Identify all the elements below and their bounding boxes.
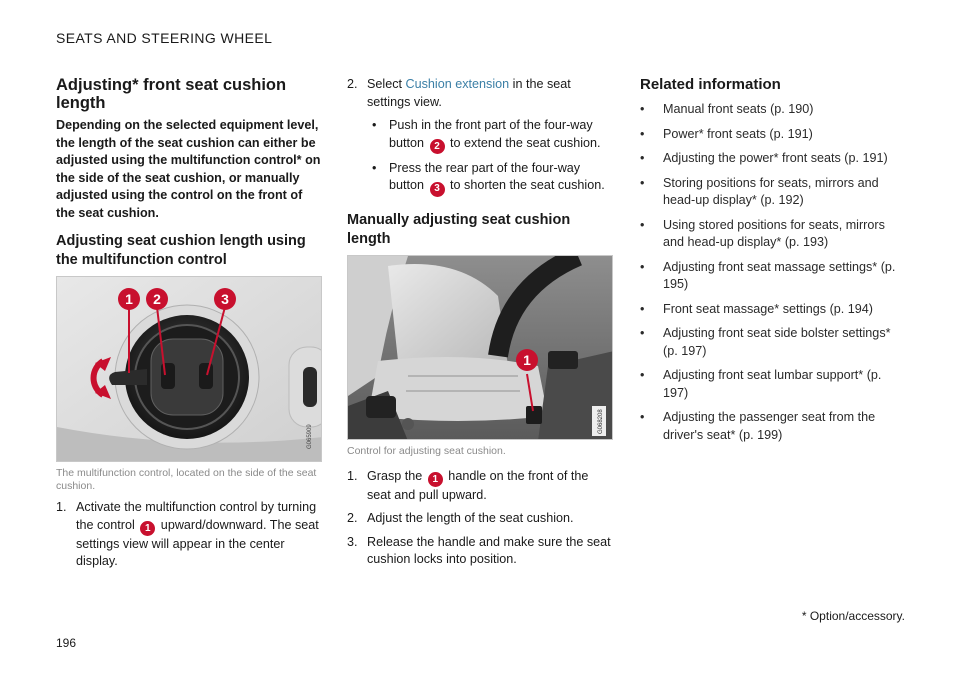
bullet-text-b: to shorten the seat cushion.: [446, 178, 605, 193]
related-link[interactable]: • Storing positions for seats, mirrors an…: [640, 175, 905, 210]
related-link[interactable]: • Adjusting the passenger seat from the d…: [640, 409, 905, 444]
bullet-icon: •: [640, 102, 645, 116]
callout-badge-3: 3: [429, 181, 445, 197]
step-text: Release the handle and make sure the sea…: [367, 534, 611, 567]
bullet-icon: •: [640, 368, 645, 382]
figure-caption: Control for adjusting seat cushion.: [347, 444, 506, 457]
bullet-icon: •: [640, 175, 645, 190]
subsection-title-multifunction: Adjusting seat cushion length using the …: [56, 233, 306, 268]
step-text: Select Cushion extension in the seat set…: [367, 76, 613, 111]
bullet-icon: •: [372, 118, 377, 132]
callout-1: 1: [118, 288, 140, 310]
step-2: 2. Select Cushion extension in the seat …: [347, 76, 613, 111]
step-text-a: Activate the multifunction control by tu…: [76, 500, 317, 532]
bullet-icon: •: [640, 410, 645, 424]
step-number: 2.: [347, 77, 358, 91]
intro-paragraph: Depending on the selected equipment leve…: [56, 118, 321, 220]
related-link[interactable]: • Adjusting front seat massage settings* …: [640, 259, 905, 294]
section-title: Adjusting* front seat cushion length: [56, 76, 287, 112]
callout-2-label: 2: [153, 291, 161, 307]
step-text-b: in the seat settings view.: [367, 77, 571, 109]
figure-code: G065909: [307, 424, 313, 449]
step-text: Grasp the 1 handle on the front of the s…: [367, 468, 613, 505]
figure-multifunction-control: 1 2 3 G065909: [56, 276, 322, 462]
menu-item-reference: Cushion extension: [405, 77, 510, 91]
related-links-list: • Manual front seats (p. 190) • Power* fro…: [640, 101, 905, 444]
step-1: 1. Activate the multifunction control by…: [56, 499, 322, 571]
step-number: 2.: [347, 511, 358, 526]
related-information-title: Related information: [640, 76, 781, 93]
bullet-icon: •: [372, 160, 377, 175]
callout-2: 2: [146, 288, 168, 310]
manual-step-1: 1. Grasp the 1 handle on the front of th…: [347, 468, 613, 505]
figure-manual-control: 1 G068208: [347, 254, 613, 440]
related-link-text: Front seat massage* settings (p. 194): [663, 301, 873, 316]
bullet-icon: •: [640, 259, 645, 274]
related-link-text: Adjusting the power* front seats (p. 191…: [663, 151, 888, 165]
seat-interior-illustration: 1 G068208: [348, 255, 612, 439]
callout-badge-1: 1: [427, 471, 443, 487]
related-link[interactable]: • Adjusting front seat side bolster setti…: [640, 325, 905, 360]
step-text-a: Grasp the: [367, 468, 426, 483]
callout-3-label: 3: [221, 291, 229, 307]
bullet-text: Push in the front part of the four-way b…: [389, 117, 613, 154]
bullet-text: Press the rear part of the four-way butt…: [389, 160, 613, 197]
bullet-icon: •: [640, 301, 645, 316]
bullet-item: • Push in the front part of the four-way…: [367, 117, 613, 154]
related-link-text: Adjusting front seat lumbar support* (p.…: [663, 368, 882, 400]
bullet-text-b: to extend the seat cushion.: [446, 135, 601, 150]
callout-badge-2: 2: [429, 138, 445, 154]
callout-badge-1: 1: [140, 520, 156, 536]
figure-code: G068208: [598, 408, 604, 433]
step-number: 1.: [347, 468, 358, 483]
step-number: 3.: [347, 534, 358, 549]
option-footnote: * Option/accessory.: [801, 609, 905, 623]
multifunction-control-illustration: 1 2 3 G065909: [57, 277, 321, 461]
step-text: Adjust the length of the seat cushion.: [367, 511, 574, 526]
callout-1: 1: [516, 348, 538, 371]
bullet-item: • Press the rear part of the four-way bu…: [367, 160, 613, 197]
subsection-title-manual: Manually adjusting seat cushion length: [347, 211, 571, 247]
related-link-text: Adjusting front seat side bolster settin…: [663, 326, 891, 358]
column-middle: 2. Select Cushion extension in the seat …: [347, 76, 613, 569]
related-link[interactable]: • Power* front seats (p. 191): [640, 126, 905, 144]
bullet-icon: •: [640, 151, 645, 165]
related-link-text: Storing positions for seats, mirrors and…: [663, 175, 879, 208]
column-right: Related information • Manual front seats …: [640, 76, 905, 444]
related-link[interactable]: • Manual front seats (p. 190): [640, 101, 905, 119]
step-text: Activate the multifunction control by tu…: [76, 499, 322, 571]
callout-1-label: 1: [523, 352, 531, 368]
related-link-text: Adjusting front seat massage settings* (…: [663, 259, 896, 292]
running-header: SEATS AND STEERING WHEEL: [56, 30, 273, 46]
related-link[interactable]: • Adjusting front seat lumbar support* (p…: [640, 367, 905, 402]
bullet-icon: •: [640, 217, 645, 232]
related-link[interactable]: • Front seat massage* settings (p. 194): [640, 301, 905, 319]
bullet-text-a: Push in the front part of the four-way b…: [389, 118, 593, 150]
manual-step-3: 3. Release the handle and make sure the …: [347, 534, 613, 569]
bullet-icon: •: [640, 126, 645, 141]
step-text-b: handle on the front of the seat and pull…: [367, 468, 589, 502]
related-link-text: Manual front seats (p. 190): [663, 102, 814, 116]
page-number: 196: [56, 636, 77, 650]
callout-3: 3: [214, 288, 236, 310]
bullet-text-a: Press the rear part of the four-way butt…: [389, 160, 581, 193]
bullet-icon: •: [640, 326, 645, 340]
callout-1-label: 1: [125, 291, 133, 307]
step-text-b: upward/downward. The seat settings view …: [76, 517, 319, 569]
step-text-a: Select: [367, 77, 406, 91]
manual-step-2: 2. Adjust the length of the seat cushion…: [347, 510, 613, 528]
related-link[interactable]: • Adjusting the power* front seats (p. 19…: [640, 150, 905, 168]
bullet-list: • Push in the front part of the four-way…: [347, 117, 613, 197]
step-number: 1.: [56, 500, 67, 514]
related-link-text: Using stored positions for seats, mirror…: [663, 217, 885, 250]
column-left: Adjusting* front seat cushion length Dep…: [56, 76, 322, 571]
related-link-text: Power* front seats (p. 191): [663, 126, 813, 141]
related-link[interactable]: • Using stored positions for seats, mirro…: [640, 217, 905, 252]
related-link-text: Adjusting the passenger seat from the dr…: [663, 410, 876, 442]
figure-caption: The multifunction control, located on th…: [56, 467, 317, 492]
